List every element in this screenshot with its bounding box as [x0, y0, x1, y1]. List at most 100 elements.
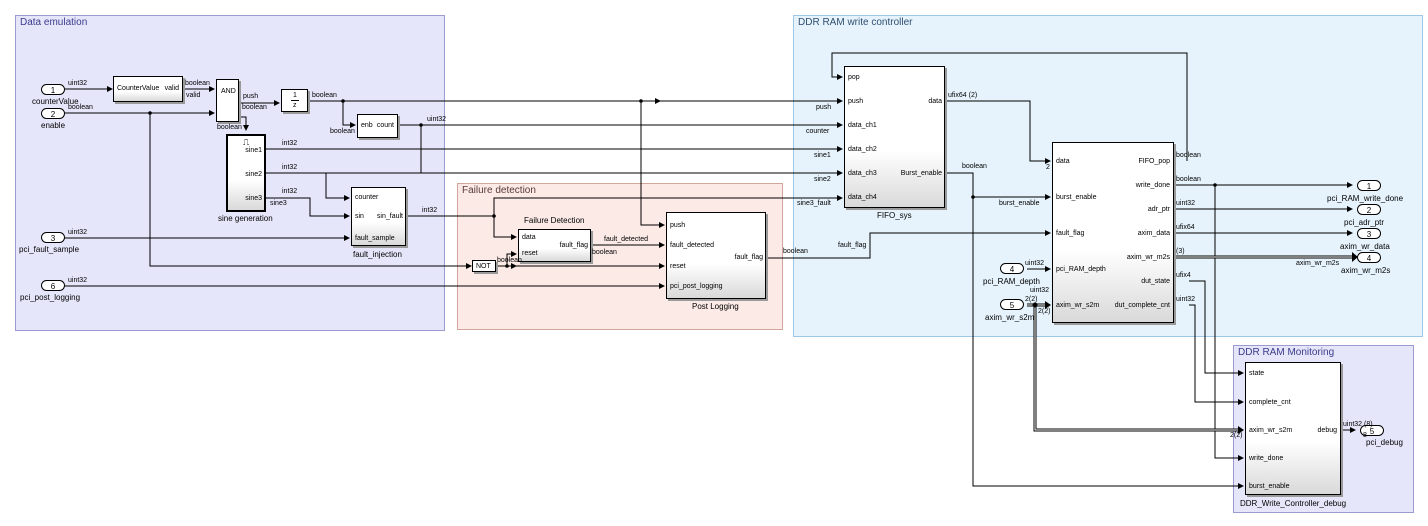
signal-label: boolean [592, 249, 617, 256]
signal-label: boolean [1176, 152, 1201, 159]
block-caption: Failure Detection [524, 216, 585, 225]
signal-label: axim_wr_m2s [1296, 260, 1340, 267]
inport-label: pci_fault_sample [19, 245, 80, 254]
port-data: data [522, 234, 536, 241]
signal-label: ufix64 (2) [948, 92, 978, 99]
port-axim-wr-m2s: axim_wr_m2s [1126, 254, 1170, 261]
port-fault-detected: fault_detected [670, 242, 714, 249]
signal-label: sine2 [814, 176, 831, 183]
outport-adr-ptr[interactable]: 2 [1357, 204, 1381, 215]
outport-label: pci_debug [1366, 438, 1403, 447]
port-burst-enable: Burst_enable [900, 170, 942, 177]
signal-label: uint32 (8) [1343, 421, 1373, 428]
signal-label: 8 [1363, 432, 1367, 439]
signal-label: ufix4 [1176, 272, 1191, 279]
port-fault-flag: fault_flag [734, 254, 763, 261]
port-dut-complete-cnt: dut_complete_cnt [1114, 302, 1170, 309]
inport-enable[interactable]: 2 [41, 108, 65, 119]
port-fault-flag: fault_flag [1056, 230, 1085, 237]
port-axim-wr-s2m: axim_wr_s2m [1056, 302, 1100, 309]
signal-type: uint32 [68, 80, 88, 87]
failure-detection-block[interactable]: data reset fault_flag [518, 229, 591, 262]
port-pci-ram-depth: pci_RAM_depth [1056, 266, 1106, 273]
signal-label: boolean [783, 248, 808, 255]
counter-block[interactable]: enb count [357, 114, 398, 138]
port-data-ch4: data_ch4 [848, 194, 877, 201]
port-push: push [848, 98, 864, 105]
outport-axim-wr-m2s[interactable]: 4 [1357, 252, 1381, 263]
inport-label: counterValue [32, 97, 79, 106]
signal-label: 2(2) [1038, 308, 1051, 315]
inport-fault-sample[interactable]: 3 [41, 232, 65, 243]
port-dut-state: dut_state [1141, 278, 1170, 285]
outport-label: axim_wr_data [1340, 242, 1390, 251]
pulse-icon: ⎍ [243, 137, 250, 147]
unit-delay-block[interactable]: 1 z [281, 89, 308, 112]
port-push: push [670, 222, 686, 229]
signal-label: uint32 [1176, 296, 1196, 303]
port-fifo-pop: FIFO_pop [1138, 158, 1170, 165]
block-name: CounterValue [117, 85, 160, 92]
outport-pci-debug[interactable]: 5 [1360, 425, 1384, 436]
fifo-sys-block[interactable]: pop push data_ch1 data_ch2 data_ch3 data… [844, 66, 945, 208]
signal-label: sine3_fault [797, 200, 831, 207]
block-caption: sine generation [218, 214, 273, 223]
signal-type: uint32 [1030, 287, 1050, 294]
inport-label: pci_RAM_depth [983, 277, 1040, 286]
signal-label: fault_flag [838, 242, 867, 249]
port-write-done: write_done [1249, 455, 1284, 462]
port-pop: pop [848, 74, 860, 81]
signal-label: boolean [1176, 176, 1201, 183]
block-caption: fault_injection [353, 250, 402, 259]
signal-label: int32 [282, 164, 298, 171]
port-debug: debug [1317, 427, 1337, 434]
block-name: AND [221, 88, 236, 95]
debug-block[interactable]: state complete_cnt axim_wr_s2m write_don… [1245, 362, 1341, 495]
signal-label: boolean [330, 128, 355, 135]
port-data-ch1: data_ch1 [848, 122, 877, 129]
port-sin-fault: sin_fault [376, 213, 403, 220]
outport-label: axim_wr_m2s [1341, 266, 1391, 275]
signal-type: uint32 [68, 277, 88, 284]
port-reset: reset [670, 263, 686, 270]
block-caption: Post Logging [692, 302, 739, 311]
signal-label: fault_detected [604, 236, 648, 243]
signal-type: boolean [68, 104, 93, 111]
countervalue-block[interactable]: CounterValue valid [113, 76, 183, 102]
signal-label: push [243, 93, 259, 100]
signal-type: uint32 [68, 229, 88, 236]
outport-write-done[interactable]: 1 [1357, 180, 1381, 191]
delay-den: z [293, 102, 297, 109]
inport-axim-wr-s2m[interactable]: 5 [1000, 299, 1024, 310]
area-title: Data emulation [20, 17, 88, 28]
inport-ram-depth[interactable]: 4 [1000, 263, 1024, 274]
inport-counter-value[interactable]: 1 [41, 84, 65, 95]
and-block[interactable]: AND [216, 79, 239, 122]
port-axim-data: axim_data [1137, 230, 1170, 237]
sine-generation-block[interactable]: ⎍ sine1 sine2 sine3 [226, 134, 266, 212]
port-burst-enable: burst_enable [1056, 194, 1097, 201]
not-block[interactable]: NOT [472, 260, 496, 272]
post-logging-block[interactable]: push fault_detected reset pci_post_loggi… [666, 212, 766, 299]
port-fault-sample: fault_sample [355, 235, 395, 242]
write-controller-block[interactable]: data burst_enable fault_flag pci_RAM_dep… [1052, 142, 1174, 323]
signal-label: uint32 [427, 116, 447, 123]
port-enb: enb [361, 122, 373, 129]
port-data-out: data [928, 98, 942, 105]
port-count: count [376, 122, 394, 129]
signal-label: ufix64 [1176, 224, 1195, 231]
fault-injection-block[interactable]: counter sin fault_sample sin_fault [351, 187, 406, 246]
outport-axim-wr-data[interactable]: 3 [1357, 228, 1381, 239]
port-data-ch3: data_ch3 [848, 170, 877, 177]
signal-label: 2(2) [1025, 296, 1038, 303]
port-pci-post-logging: pci_post_logging [670, 283, 723, 290]
outport-label: pci_adr_ptr [1344, 218, 1385, 227]
signal-label: burst_enable [999, 200, 1040, 207]
port-valid: valid [164, 85, 179, 92]
port-sine3: sine3 [245, 195, 262, 202]
signal-label: 2 [1046, 164, 1050, 171]
inport-label: axim_wr_s2m [985, 313, 1035, 322]
inport-post-logging[interactable]: 6 [41, 280, 65, 291]
port-state: state [1249, 370, 1265, 377]
